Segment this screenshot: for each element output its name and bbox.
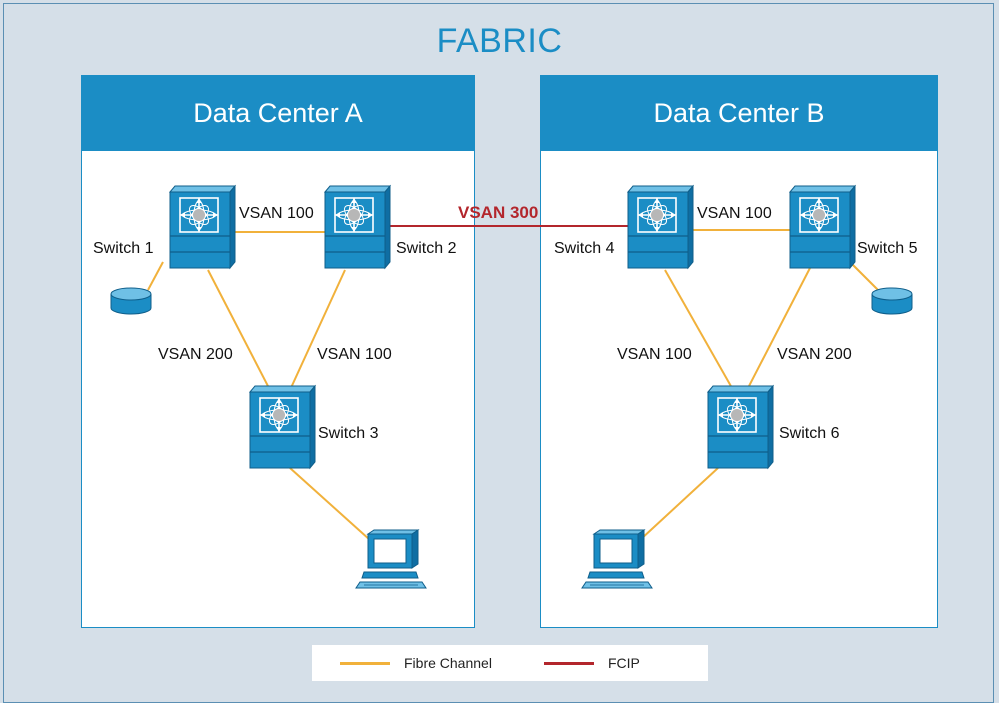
switch-1-icon [169,185,236,269]
link-label-4-6: VSAN 100 [617,346,692,363]
link-label-4-5: VSAN 100 [697,205,772,222]
link-label-5-6: VSAN 200 [777,346,852,363]
link-switch5-storage [849,261,879,291]
storage-b-icon [871,287,913,315]
link-switch5-switch6 [747,267,811,389]
link-label-1-3: VSAN 200 [158,346,233,363]
switch-3-label: Switch 3 [318,425,379,442]
legend-fcip-label: FCIP [607,655,640,671]
link-switch6-host [639,467,719,541]
fabric-title: FABRIC [436,22,563,60]
link-switch4-switch6 [664,269,733,389]
link-label-2-4: VSAN 300 [458,203,538,222]
link-switch1-switch3 [207,269,271,391]
switch-5-icon [789,185,856,269]
link-switch3-host [289,467,371,541]
host-b-icon [581,529,653,589]
switch-2-label: Switch 2 [396,240,457,257]
data-center-a-header: Data Center A [82,76,474,151]
switch-6-label: Switch 6 [779,425,840,442]
host-a-icon [355,529,427,589]
legend: Fibre Channel FCIP [312,645,708,681]
data-center-a-panel: Data Center A [81,75,475,628]
switch-5-label: Switch 5 [857,240,918,257]
link-label-1-2: VSAN 100 [239,205,314,222]
switch-4-icon [627,185,694,269]
link-label-2-3: VSAN 100 [317,346,392,363]
switch-1-label: Switch 1 [93,240,154,257]
legend-fibre-channel-label: Fibre Channel [404,655,492,671]
link-switch2-switch3 [289,269,346,391]
switch-4-label: Switch 4 [554,240,615,257]
legend-fibre-channel-swatch [340,661,390,665]
link-switch1-storage [147,261,164,291]
storage-a-icon [110,287,152,315]
switch-3-icon [249,385,316,469]
legend-fcip-swatch [543,661,594,665]
switch-6-icon [707,385,774,469]
data-center-b-header: Data Center B [541,76,937,151]
switch-2-icon [324,185,391,269]
